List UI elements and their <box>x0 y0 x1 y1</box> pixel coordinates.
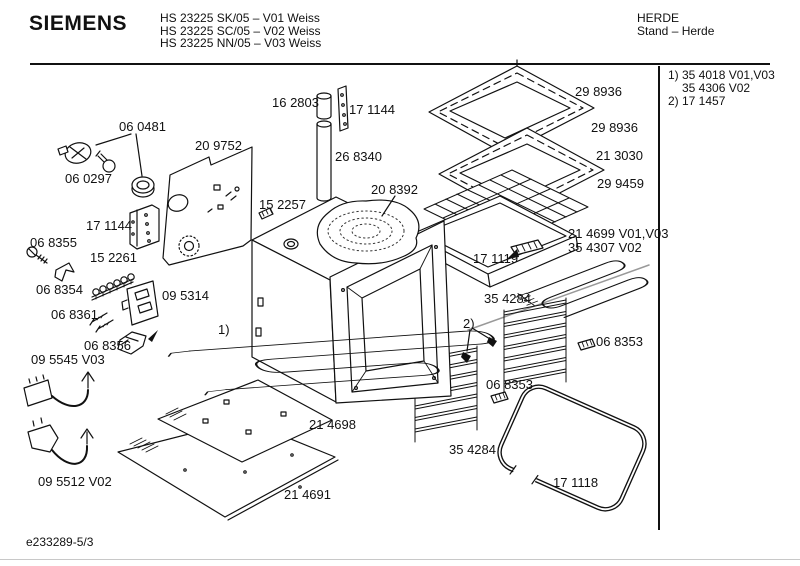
model-line-1: HS 23225 SK/05 – V01 Weiss <box>160 11 320 25</box>
support-rod <box>467 264 650 331</box>
terminal-block <box>91 273 135 301</box>
small-clamp <box>258 207 274 220</box>
part-label-171144-b: 17 1144 <box>86 218 133 233</box>
part-label-213030: 21 3030 <box>596 148 643 163</box>
part-label-298936-a: 29 8936 <box>575 84 622 99</box>
knob-bushing <box>131 176 155 198</box>
tube-long <box>316 120 332 202</box>
spacer-tube-short <box>316 92 332 120</box>
header-rule <box>30 63 770 65</box>
part-label-171119: 17 1119 <box>473 251 519 266</box>
bottom-heating-element <box>167 330 495 396</box>
model-line-3: HS 23225 NN/05 – V03 Weiss <box>160 36 322 50</box>
part-label-068353-b: 06 8353 <box>486 377 533 392</box>
part-label-298936-b: 29 8936 <box>591 120 638 135</box>
part-label-208392: 20 8392 <box>371 182 418 197</box>
legend-divider <box>658 66 660 530</box>
document-code: e233289-5/3 <box>26 535 94 549</box>
part-label-214698: 21 4698 <box>309 417 356 432</box>
category-title: HERDE <box>637 11 680 25</box>
legend-note-2: 2) 17 1457 <box>668 94 726 108</box>
part-label-209752: 20 9752 <box>195 138 242 153</box>
part-label-095512: 09 5512 V02 <box>38 474 112 489</box>
floor-panel <box>157 379 333 463</box>
brand-logo: SIEMENS <box>29 12 128 35</box>
part-label-152261: 15 2261 <box>90 250 137 265</box>
part-label-354284-a: 35 4284 <box>484 291 531 306</box>
part-label-095545: 09 5545 V03 <box>31 352 105 367</box>
screw-068355 <box>26 246 48 264</box>
marker-2: 2) <box>463 316 475 331</box>
control-knob <box>57 133 143 177</box>
part-label-068356: 06 8356 <box>84 338 131 353</box>
part-label-068353-a: 06 8353 <box>596 334 643 349</box>
mounting-strip <box>507 239 544 259</box>
part-label-152257: 15 2257 <box>259 197 306 212</box>
part-label-299459: 29 9459 <box>597 176 644 191</box>
relay-module <box>121 280 159 326</box>
fixing-block-right <box>577 338 596 351</box>
part-label-268340: 26 8340 <box>335 149 382 164</box>
fixing-strip-top <box>337 85 349 132</box>
bottom-rule <box>0 559 800 560</box>
fixing-bracket-left <box>129 204 160 250</box>
door-gasket <box>497 384 647 512</box>
marker-2-leaders <box>461 327 497 363</box>
category-subtitle: Stand – Herde <box>637 23 715 38</box>
part-label-060481: 06 0481 <box>119 119 166 134</box>
part-label-095314: 09 5314 <box>162 288 209 303</box>
clip-068354 <box>54 262 75 282</box>
insulation-wool <box>316 195 420 265</box>
shelf-rack-right <box>503 297 567 395</box>
part-label-162803: 16 2803 <box>272 95 319 110</box>
fixing-block-mid <box>490 391 509 404</box>
part-label-068354: 06 8354 <box>36 282 83 297</box>
part-label-068361: 06 8361 <box>51 307 98 322</box>
part-label-354284-b: 35 4284 <box>449 442 496 457</box>
mains-cable-v02 <box>27 417 94 465</box>
grill-heating-element <box>515 260 649 318</box>
legend-note-1: 1) 35 4018 V01,V03 <box>668 68 775 82</box>
part-label-354307: 35 4307 V02 <box>568 240 642 255</box>
mains-cable-v03 <box>23 371 95 407</box>
model-line-2: HS 23225 SC/05 – V02 Weiss <box>160 23 321 38</box>
marker-1: 1) <box>218 322 230 337</box>
rear-cover-panel <box>162 146 253 266</box>
part-label-060297: 06 0297 <box>65 171 112 186</box>
oven-lamp <box>95 150 116 173</box>
part-label-171118: 17 1118 <box>553 475 599 490</box>
screws-068361 <box>89 312 114 333</box>
part-label-214691: 21 4691 <box>284 487 331 502</box>
part-label-171144-a: 17 1144 <box>349 102 396 117</box>
legend-note-1b: 35 4306 V02 <box>682 81 751 95</box>
bracket-068356 <box>117 330 158 355</box>
part-label-068355: 06 8355 <box>30 235 77 250</box>
part-label-214699: 21 4699 V01,V03 <box>568 226 669 241</box>
